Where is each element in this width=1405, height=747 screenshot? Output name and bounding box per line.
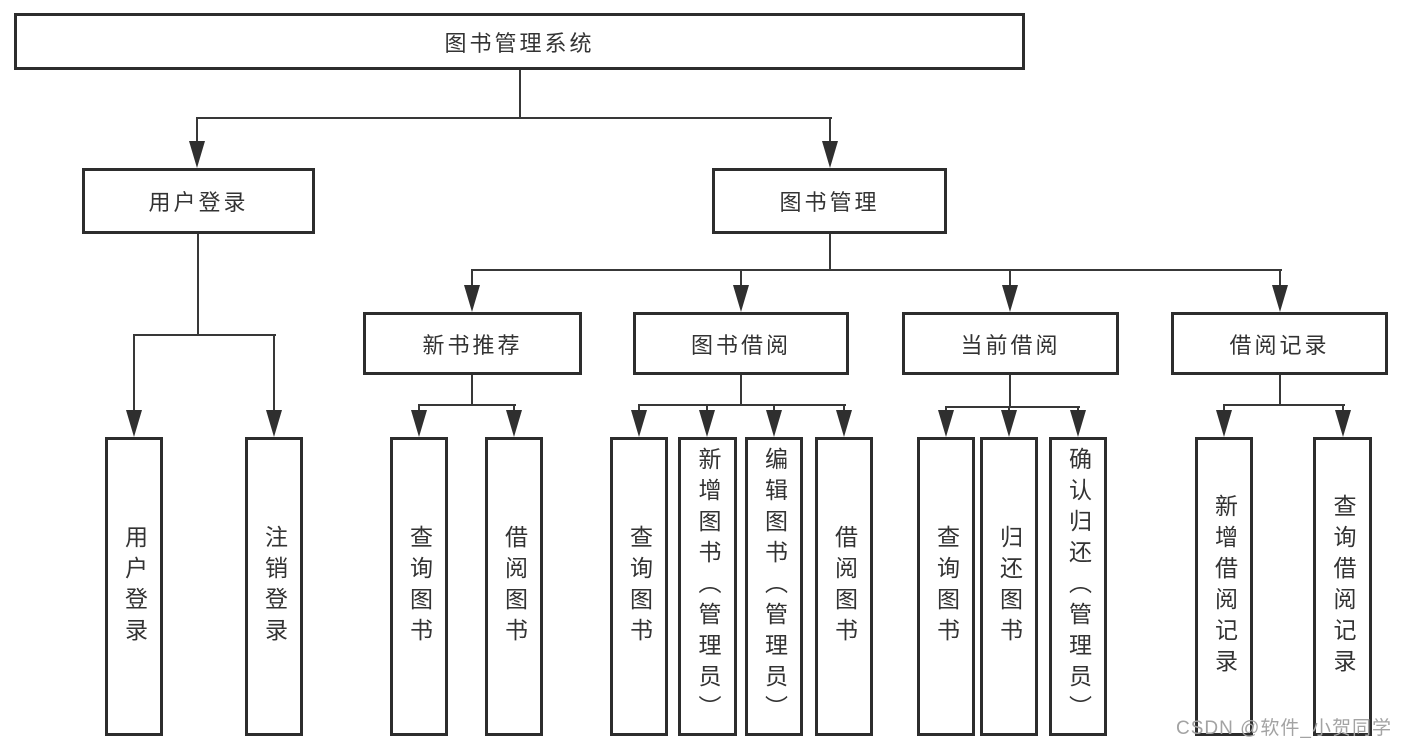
node-new-book-recommend: 新书推荐	[363, 312, 582, 375]
node-root-library-system: 图书管理系统	[14, 13, 1025, 70]
arrow-down-icon	[822, 141, 838, 168]
connector-login-stem	[197, 234, 199, 335]
node-borrowing-records: 借阅记录	[1171, 312, 1388, 375]
connector-records-child1	[1223, 404, 1225, 414]
leaf-query-borrow-record: 查询借阅记录	[1313, 437, 1372, 736]
arrow-down-icon	[631, 410, 647, 437]
leaf-borrow-query-books: 查询图书	[610, 437, 668, 736]
connector-records-bar	[1223, 404, 1345, 406]
connector-mgmt-child4	[1279, 269, 1281, 291]
leaf-logout: 注销登录	[245, 437, 303, 736]
leaf-recommend-query-books: 查询图书	[390, 437, 448, 736]
connector-mgmt-child3	[1009, 269, 1011, 291]
arrow-down-icon	[1216, 410, 1232, 437]
arrow-down-icon	[1272, 285, 1288, 312]
arrow-down-icon	[1001, 410, 1017, 437]
node-book-borrowing: 图书借阅	[633, 312, 849, 375]
arrow-down-icon	[411, 410, 427, 437]
connector-records-stem	[1279, 375, 1281, 405]
arrow-down-icon	[699, 410, 715, 437]
connector-current-stem	[1009, 375, 1011, 407]
leaf-add-books-admin: 新增图书（管理员）	[678, 437, 737, 736]
leaf-current-query-books: 查询图书	[917, 437, 975, 736]
connector-root-stem	[519, 70, 521, 118]
connector-records-child2	[1342, 404, 1344, 414]
connector-borrow-child1	[638, 404, 640, 414]
node-current-borrowing: 当前借阅	[902, 312, 1119, 375]
connector-mgmt-bar	[471, 269, 1282, 271]
node-user-login: 用户登录	[82, 168, 315, 234]
connector-recommend-child1	[418, 404, 420, 414]
node-book-management: 图书管理	[712, 168, 947, 234]
csdn-watermark: CSDN @软件_小贺同学	[1176, 718, 1392, 739]
leaf-return-books: 归还图书	[980, 437, 1038, 736]
arrow-down-icon	[836, 410, 852, 437]
arrow-down-icon	[1070, 410, 1086, 437]
connector-user-login-stem	[196, 117, 198, 147]
leaf-confirm-return-admin: 确认归还（管理员）	[1049, 437, 1107, 736]
arrow-down-icon	[126, 410, 142, 437]
connector-current-bar	[945, 406, 1080, 408]
arrow-down-icon	[506, 410, 522, 437]
connector-login-child2	[273, 334, 275, 414]
arrow-down-icon	[1002, 285, 1018, 312]
connector-recommend-stem	[471, 375, 473, 405]
arrow-down-icon	[766, 410, 782, 437]
connector-borrow-child2	[706, 404, 708, 414]
leaf-recommend-borrow-books: 借阅图书	[485, 437, 543, 736]
arrow-down-icon	[189, 141, 205, 168]
arrow-down-icon	[938, 410, 954, 437]
connector-mgmt-child2	[740, 269, 742, 291]
connector-borrow-child3	[773, 404, 775, 414]
connector-borrow-bar	[638, 404, 846, 406]
connector-recommend-bar	[418, 404, 516, 406]
connector-book-mgmt-stem	[829, 117, 831, 147]
arrow-down-icon	[464, 285, 480, 312]
arrow-down-icon	[1335, 410, 1351, 437]
arrow-down-icon	[266, 410, 282, 437]
leaf-edit-books-admin: 编辑图书（管理员）	[745, 437, 803, 736]
connector-root-bar	[196, 117, 832, 119]
connector-login-child1	[133, 334, 135, 414]
leaf-borrow-books: 借阅图书	[815, 437, 873, 736]
connector-recommend-child2	[513, 404, 515, 414]
connector-borrow-child4	[843, 404, 845, 414]
connector-borrow-stem	[740, 375, 742, 405]
connector-mgmt-stem	[829, 234, 831, 270]
leaf-add-borrow-record: 新增借阅记录	[1195, 437, 1253, 736]
arrow-down-icon	[733, 285, 749, 312]
leaf-user-login: 用户登录	[105, 437, 163, 736]
connector-mgmt-child1	[471, 269, 473, 291]
connector-login-bar	[133, 334, 276, 336]
